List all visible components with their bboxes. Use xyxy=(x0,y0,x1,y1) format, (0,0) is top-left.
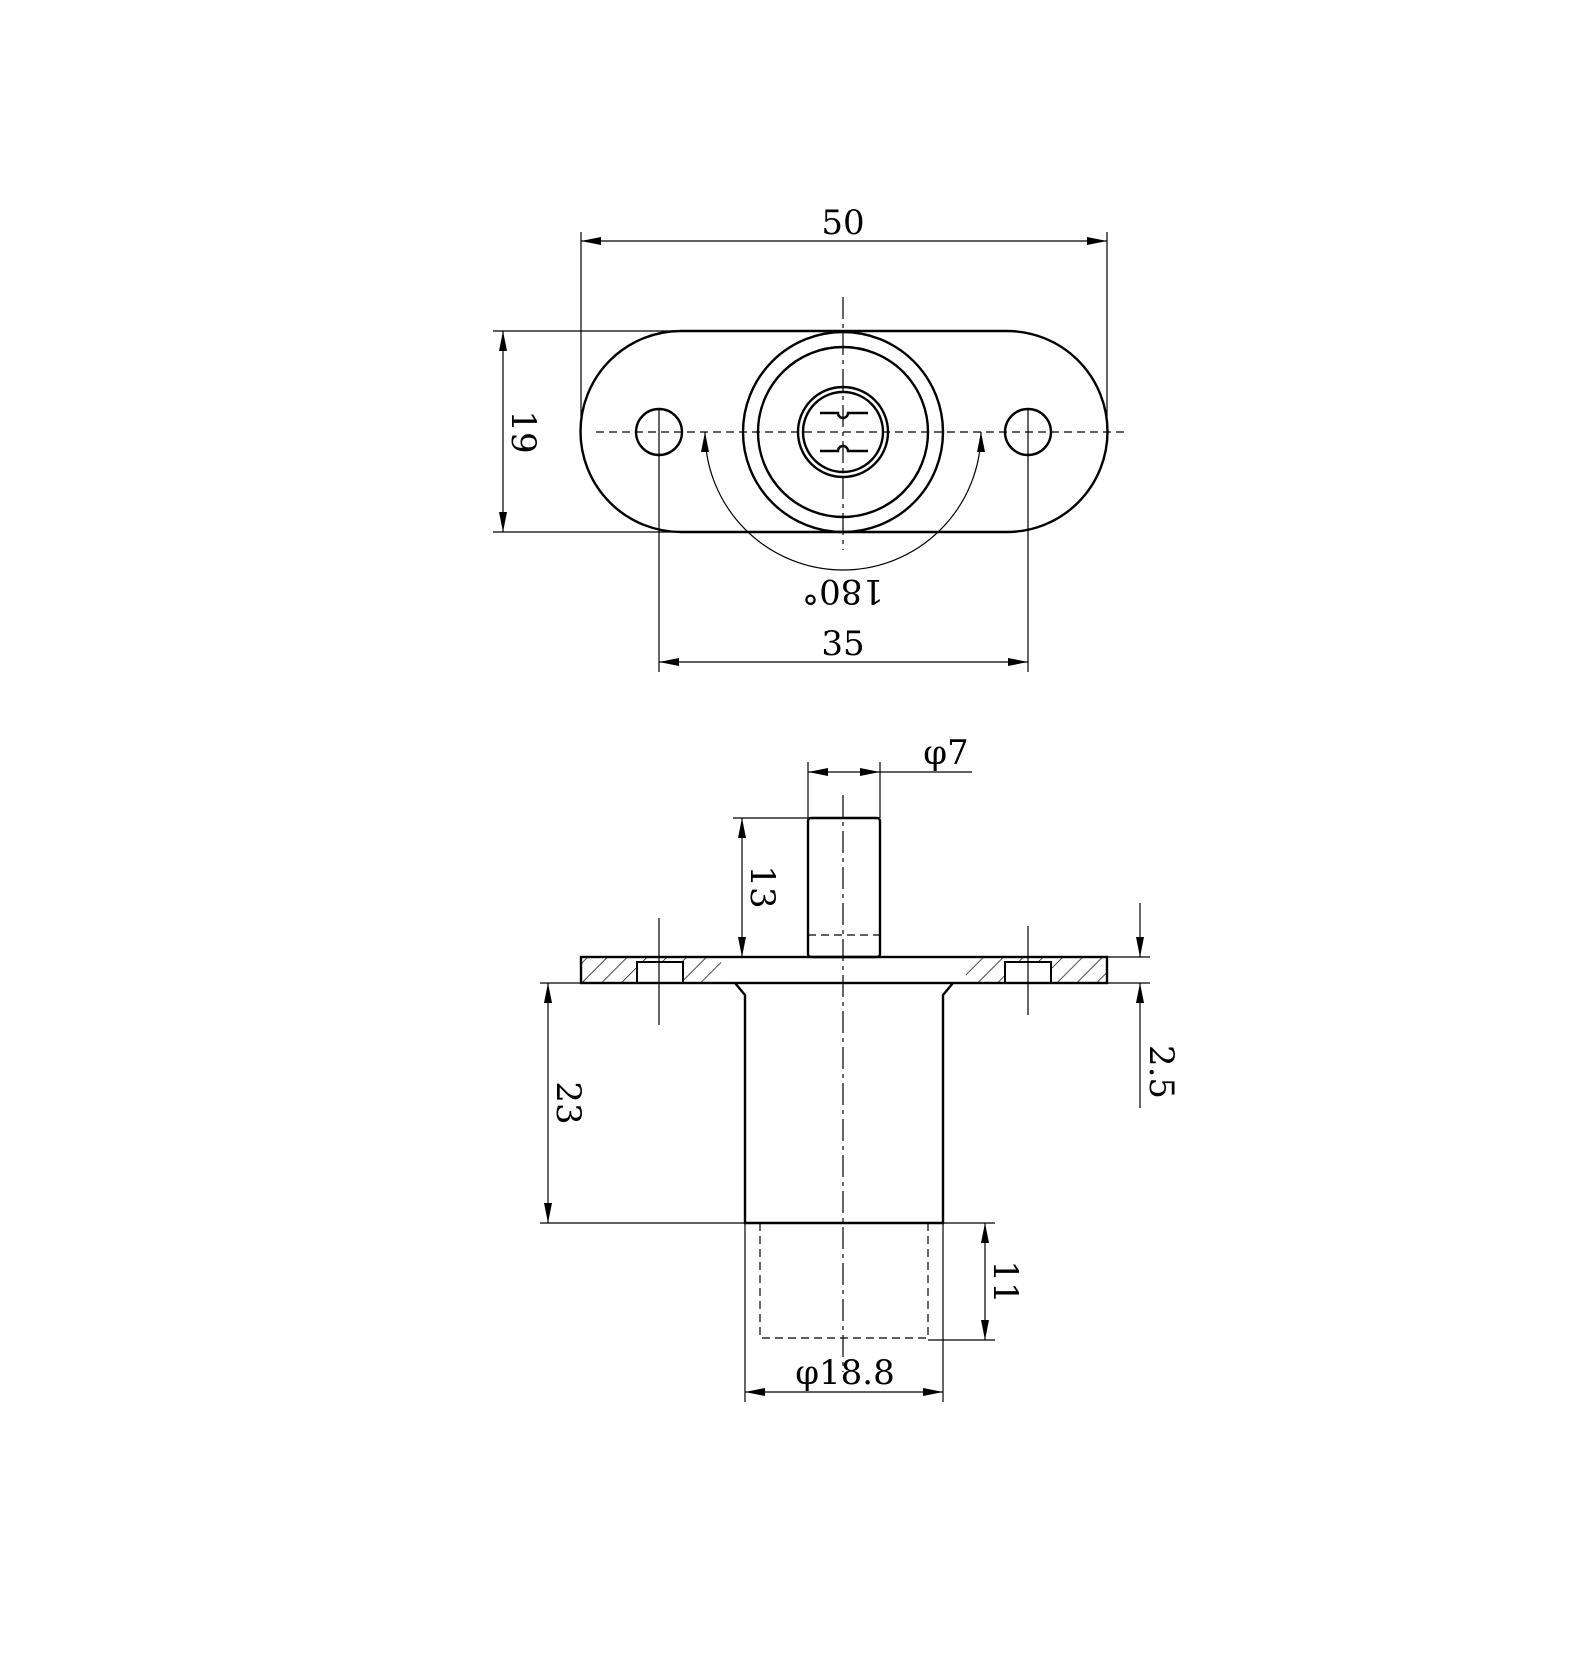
flange-outline xyxy=(579,329,1109,534)
dim-body-length: 23 xyxy=(548,1081,588,1124)
dim-body-diameter: φ18.8 xyxy=(795,1353,895,1393)
body xyxy=(734,982,954,1225)
hidden-plunger xyxy=(759,1223,929,1339)
dim-height: 19 xyxy=(503,410,543,453)
dim-rotation-angle: 180° xyxy=(802,571,884,611)
dim-pin-diameter: φ7 xyxy=(923,733,968,773)
pin xyxy=(806,816,882,959)
dim-overall-length: 50 xyxy=(821,203,864,243)
side-view: φ7 13 2.5 23 11 φ18.8 xyxy=(540,733,1181,1402)
dim-pin-length: 13 xyxy=(742,865,782,908)
dim-stroke: 11 xyxy=(985,1260,1025,1303)
dim-hole-spacing: 35 xyxy=(821,624,864,664)
rotation-arc xyxy=(701,431,985,571)
hole-left-section xyxy=(636,961,684,984)
top-view: 50 19 180° 35 xyxy=(493,203,1125,672)
dim-flange-thickness: 2.5 xyxy=(1141,1045,1181,1099)
